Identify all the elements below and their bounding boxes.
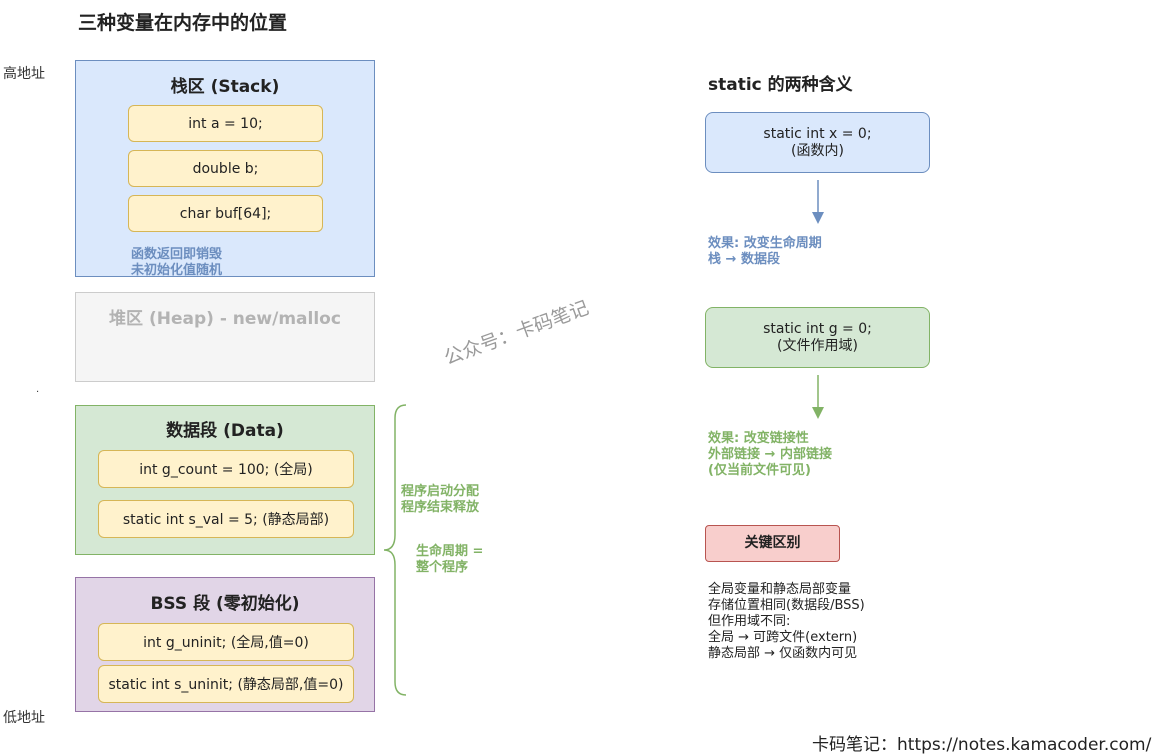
lifecycle-duration: 生命周期 = 整个程序 (416, 544, 483, 576)
static-file-scope: (文件作用域) (777, 337, 858, 354)
footer-credit: 卡码笔记：https://notes.kamacoder.com/ (812, 735, 1152, 755)
heap-region: 堆区 (Heap) - new/malloc (75, 292, 375, 382)
stack-note-line: 函数返回即销毁 (131, 247, 223, 262)
stack-region: 栈区 (Stack) int a = 10; double b; char bu… (75, 60, 375, 279)
static-file-effect-line: (仅当前文件可见) (708, 463, 811, 478)
static-file-effect-line: 外部链接 → 内部链接 (708, 447, 832, 462)
static-local-code: static int x = 0; (763, 125, 872, 142)
bss-segment-region: BSS 段 (零初始化) int g_uninit; (全局,值=0) stat… (75, 577, 375, 712)
key-difference-line: 但作用域不同: (708, 614, 791, 629)
static-local-effect-line: 效果: 改变生命周期 (708, 236, 822, 251)
low-address-label: 低地址 (3, 710, 45, 726)
bss-segment-item: int g_uninit; (全局,值=0) (98, 623, 354, 661)
static-local-scope: (函数内) (791, 142, 844, 159)
static-local-effect: 效果: 改变生命周期 栈 → 数据段 (708, 236, 822, 268)
key-difference-text: 全局变量和静态局部变量 存储位置相同(数据段/BSS) 但作用域不同: 全局 →… (708, 582, 865, 662)
static-file-code: static int g = 0; (763, 320, 872, 337)
key-difference-line: 存储位置相同(数据段/BSS) (708, 598, 865, 613)
bss-segment-item: static int s_uninit; (静态局部,值=0) (98, 665, 354, 703)
stray-dot: . (36, 384, 40, 395)
stack-item: char buf[64]; (128, 195, 323, 232)
watermark: 公众号：卡码笔记 (441, 296, 592, 370)
static-meaning-title: static 的两种含义 (708, 75, 853, 95)
heap-title: 堆区 (Heap) - new/malloc (109, 309, 341, 329)
stack-item: double b; (128, 150, 323, 187)
static-local-effect-line: 栈 → 数据段 (708, 252, 780, 267)
static-local-box: static int x = 0; (函数内) (705, 112, 930, 173)
high-address-label: 高地址 (3, 66, 45, 82)
page-title: 三种变量在内存中的位置 (78, 12, 288, 34)
data-segment-region: 数据段 (Data) int g_count = 100; (全局) stati… (75, 405, 375, 555)
arrow-down-icon (812, 180, 824, 224)
arrow-down-icon (812, 375, 824, 419)
lifecycle-duration-line: 生命周期 = (416, 544, 484, 559)
stack-note: 函数返回即销毁 未初始化值随机 (131, 247, 222, 279)
key-difference-line: 静态局部 → 仅函数内可见 (708, 646, 858, 661)
stack-title: 栈区 (Stack) (170, 77, 280, 97)
static-file-effect-line: 效果: 改变链接性 (708, 431, 809, 446)
lifecycle-duration-line: 整个程序 (416, 560, 469, 575)
bss-segment-title: BSS 段 (零初始化) (150, 594, 300, 614)
key-difference-line: 全局变量和静态局部变量 (708, 582, 852, 597)
key-difference-label: 关键区别 (705, 525, 840, 562)
stack-note-line: 未初始化值随机 (131, 263, 223, 278)
data-segment-title: 数据段 (Data) (166, 421, 284, 441)
stack-item: int a = 10; (128, 105, 323, 142)
lifecycle-note: 程序启动分配 程序结束释放 (401, 484, 479, 516)
data-segment-item: int g_count = 100; (全局) (98, 450, 354, 488)
static-file-effect: 效果: 改变链接性 外部链接 → 内部链接 (仅当前文件可见) (708, 431, 832, 479)
lifecycle-note-line: 程序启动分配 (401, 484, 480, 499)
lifecycle-note-line: 程序结束释放 (401, 500, 480, 515)
key-difference-line: 全局 → 可跨文件(extern) (708, 630, 858, 645)
data-segment-item: static int s_val = 5; (静态局部) (98, 500, 354, 538)
lifecycle-brace (383, 404, 407, 696)
static-file-box: static int g = 0; (文件作用域) (705, 307, 930, 368)
